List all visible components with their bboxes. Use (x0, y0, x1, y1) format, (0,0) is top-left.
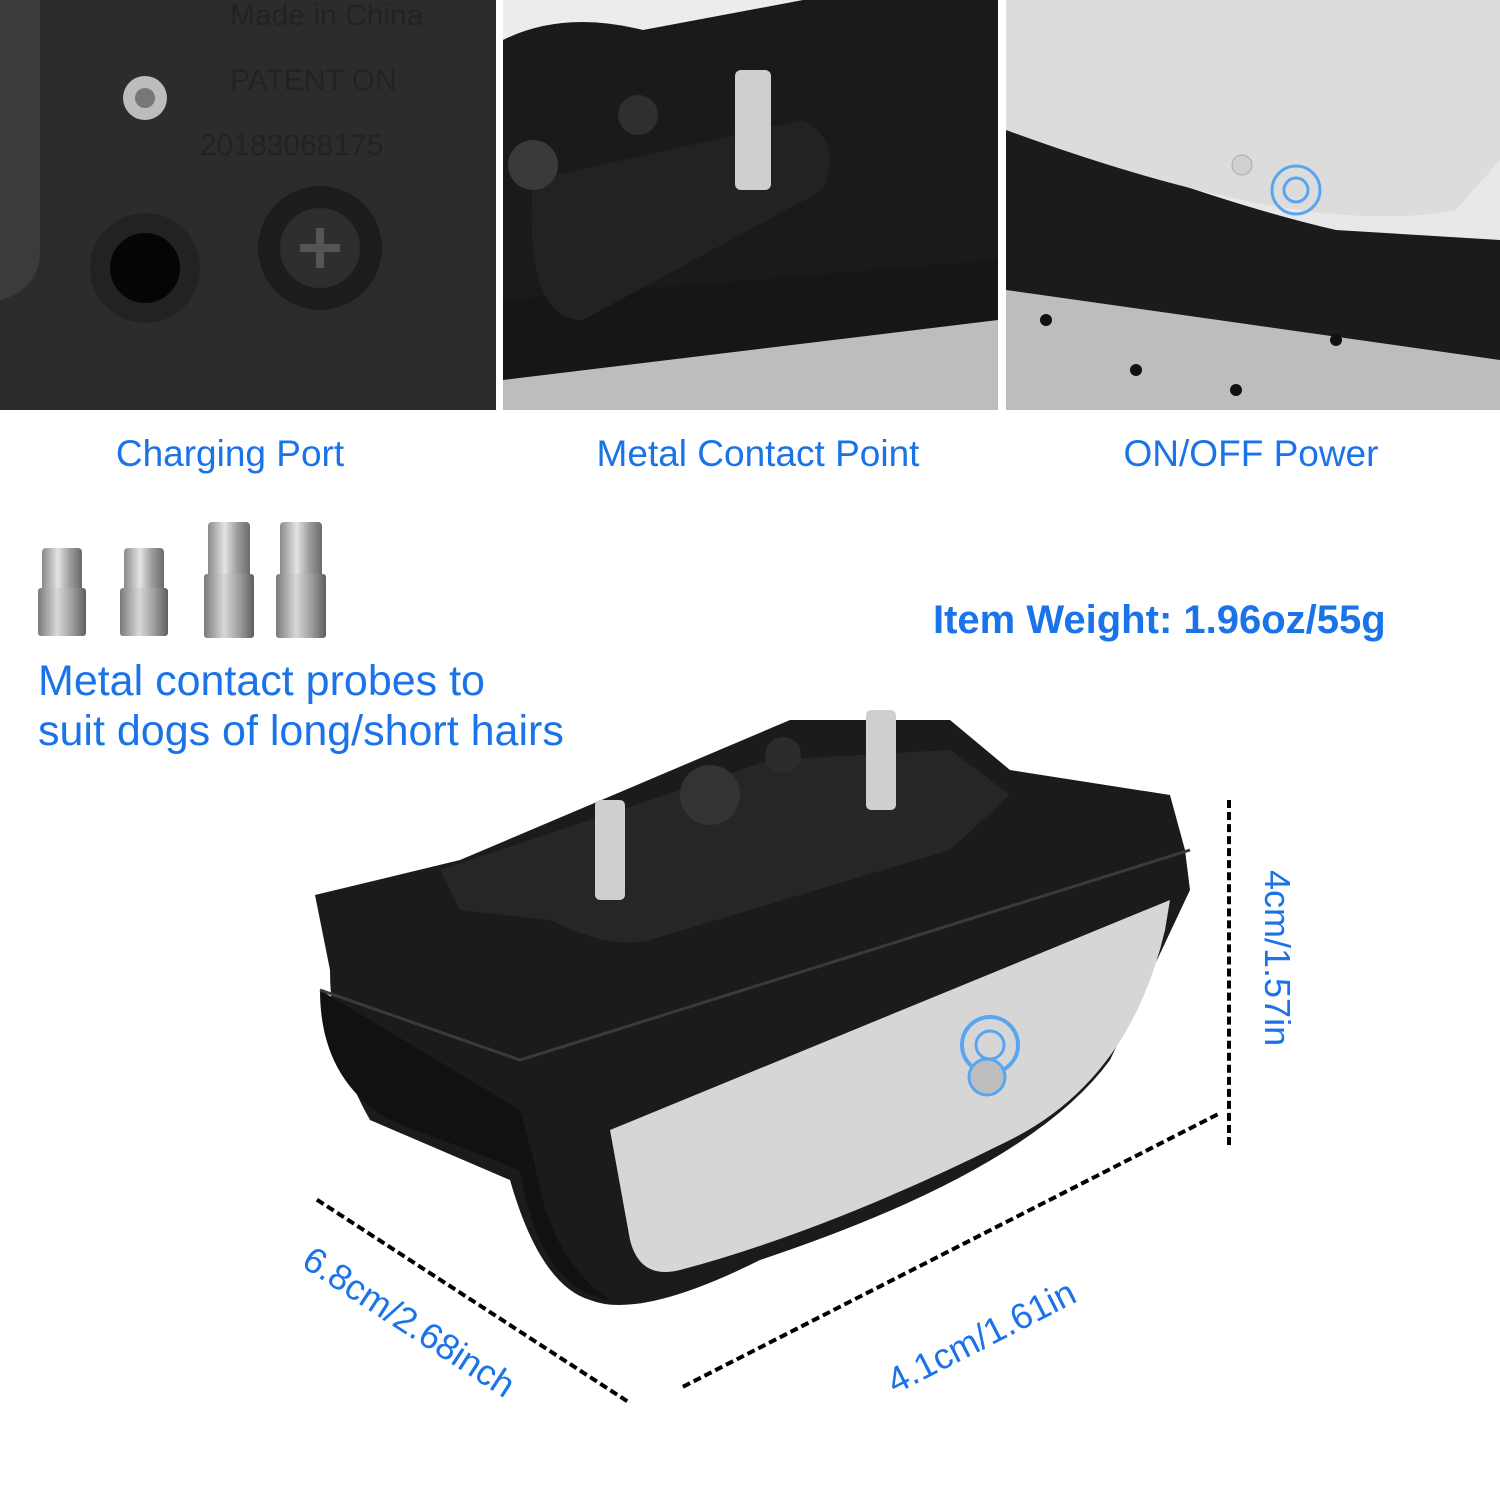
collar-receiver-device (310, 700, 1210, 1340)
svg-text:20183068175: 20183068175 (200, 129, 384, 162)
caption-on-off-power: ON/OFF Power (1123, 433, 1379, 474)
svg-text:PATENT ON: PATENT ON (230, 64, 397, 97)
charging-port-photo: Made in China PATENT ON 20183068175 (0, 0, 496, 410)
metal-probe-short-2 (120, 548, 168, 636)
probes-caption: Metal contact probes to suit dogs of lon… (38, 656, 564, 756)
item-weight: Item Weight: 1.96oz/55g (933, 598, 1386, 642)
power-button-photo (1006, 0, 1500, 410)
height-dimension-line (1227, 800, 1231, 1145)
height-dimension-label: 4cm/1.57in (1257, 870, 1298, 1047)
caption-charging-port: Charging Port (115, 433, 345, 474)
svg-text:Made in China: Made in China (230, 0, 424, 32)
probes-caption-line-1: Metal contact probes to (38, 657, 485, 705)
metal-probe-long-1 (204, 522, 254, 638)
caption-metal-contact-point: Metal Contact Point (596, 433, 920, 474)
metal-probe-long-2 (276, 522, 326, 638)
metal-probe-short-1 (38, 548, 86, 636)
probes-caption-line-2: suit dogs of long/short hairs (38, 707, 564, 755)
metal-contact-photo (503, 0, 998, 410)
